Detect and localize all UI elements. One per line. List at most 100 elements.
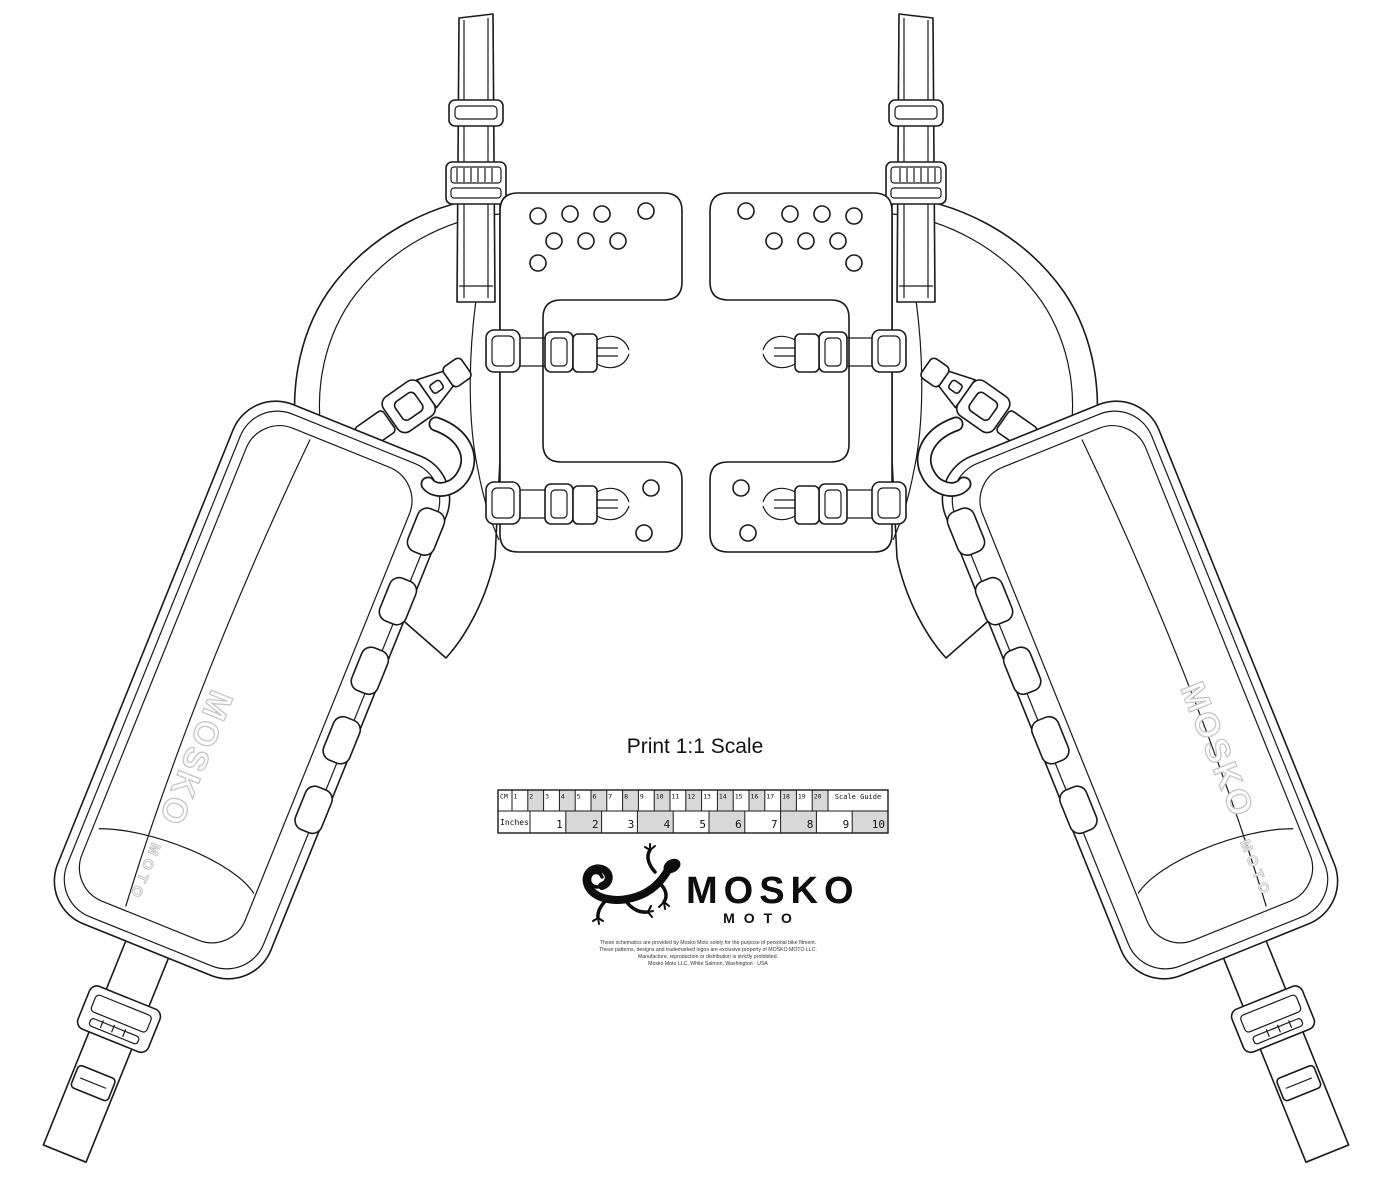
bolt-hole	[609, 232, 627, 250]
disclaimer-line: These schematics are provided by Mosko M…	[600, 940, 816, 946]
bolt-holes	[529, 202, 660, 542]
ruler-inch-number: 8	[807, 818, 814, 831]
lizard-icon	[582, 843, 681, 925]
ruler-cm-number: 7	[608, 793, 612, 801]
ruler-inch-number: 5	[699, 818, 706, 831]
buckle-slider-slot	[550, 337, 568, 367]
ruler-scale-guide-label: Scale Guide	[835, 793, 881, 801]
ruler-cm-number: 8	[624, 793, 628, 801]
cam-buckle-hatch	[456, 168, 493, 182]
bag-strap-slider-bar	[79, 1077, 107, 1089]
brand-subtext: MOTO	[723, 910, 801, 926]
cam-buckle-teeth	[450, 166, 502, 184]
bolt-hole	[561, 205, 579, 223]
ruler-cm-number: 9	[640, 793, 644, 801]
ruler-cell	[780, 790, 797, 811]
bag-cam-buckle-slot	[90, 994, 152, 1033]
ruler-cm-number: 17	[766, 793, 774, 801]
ruler-cm-number: 15	[735, 793, 743, 801]
ruler-cm-number: 5	[577, 793, 581, 801]
bag-bottom-seam	[98, 828, 255, 894]
ruler-cell	[559, 790, 576, 811]
male-buckle-body	[572, 333, 598, 373]
lizard-toes	[592, 843, 670, 925]
wing-buckle-loop	[442, 357, 472, 388]
ruler-cm-number: 20	[814, 793, 822, 801]
harness-left-half	[42, 13, 683, 1164]
bolt-hole	[642, 479, 660, 497]
bag-bottom-strap	[42, 929, 174, 1164]
bolt-hole	[637, 202, 655, 220]
brand-wordmark: MOSKO	[686, 870, 860, 912]
ruler-cm-number: 14	[719, 793, 727, 801]
ruler-cm-number: 18	[782, 793, 790, 801]
ruler-cm-number: 16	[751, 793, 759, 801]
center-mounting-plate	[499, 192, 683, 553]
ruler-cm-number: 11	[672, 793, 680, 801]
ruler-inch-number: 7	[771, 818, 778, 831]
ruler-cm-number: 1	[514, 793, 518, 801]
lizard-tail	[587, 870, 604, 889]
bolt-hole	[529, 207, 547, 225]
bag-cam-buckle-roller	[88, 1018, 140, 1045]
cam-buckle-slot	[450, 187, 502, 199]
bolt-hole	[529, 254, 547, 272]
ruler-cm-number: 4	[561, 793, 565, 801]
male-buckle-prong	[596, 353, 630, 369]
ruler-cell	[749, 790, 765, 811]
ruler-cm-number: 2	[529, 793, 533, 801]
ladder-rung	[378, 576, 418, 626]
strap-slider-bar	[454, 105, 498, 120]
bag-cam-buckle-grip	[99, 1020, 127, 1038]
strap-webbing	[456, 13, 496, 303]
ruler-cell	[812, 790, 828, 811]
male-buckle-prong	[596, 335, 630, 351]
center-buckle-top	[485, 329, 630, 373]
molle-ladder	[294, 507, 446, 835]
bolt-hole	[635, 524, 653, 542]
ruler-inch-number: 2	[592, 818, 599, 831]
harness-right-half	[710, 14, 1392, 1197]
bag-seam-line	[125, 439, 311, 907]
bag-cam-buckle	[76, 985, 162, 1054]
ruler-cm-number: 13	[703, 793, 711, 801]
ruler-scale-guide-cell	[828, 790, 888, 811]
bolt-hole	[593, 205, 611, 223]
ruler-cell	[780, 811, 817, 833]
pannier-bag	[42, 400, 451, 1164]
ruler-cell	[637, 811, 674, 833]
ruler-inch-number: 6	[735, 818, 742, 831]
ruler-cell	[654, 790, 670, 811]
brand-logo: MOSKO MOTO	[582, 843, 860, 926]
ruler-cm-number: 3	[545, 793, 549, 801]
strap-slider	[448, 99, 504, 127]
bag-face-panel	[78, 425, 413, 944]
ruler-border	[497, 789, 889, 834]
disclaimer-line: These patterns, designs and trademarked …	[599, 947, 817, 953]
ladder-rung	[322, 715, 362, 765]
ruler-cm-number: 12	[687, 793, 695, 801]
ruler-cell	[622, 790, 639, 811]
ruler-cm-number: 6	[593, 793, 597, 801]
ruler-cell	[852, 811, 888, 833]
wing-buckle-window	[393, 391, 424, 422]
ruler-inch-number: 9	[843, 818, 850, 831]
disclaimer-line: Manufacture, reproduction or distributio…	[638, 954, 778, 960]
ruler-inch-number: 4	[664, 818, 671, 831]
ruler-cell	[717, 790, 734, 811]
ladder-rung	[294, 785, 333, 835]
buckle-loop-slot	[491, 335, 515, 367]
ruler-cm-number: 19	[798, 793, 806, 801]
ladder-rung	[406, 507, 446, 556]
disclaimer-line: Mosko Moto LLC, White Salmon, Washington…	[648, 961, 768, 967]
ruler-inch-number: 3	[628, 818, 635, 831]
ruler-cell	[527, 790, 544, 811]
ruler-cell	[565, 811, 602, 833]
lizard-body	[582, 864, 672, 904]
ruler-cm-number: 10	[656, 793, 664, 801]
ruler-cell	[709, 811, 745, 833]
ruler-cell	[685, 790, 702, 811]
lizard-legs	[596, 848, 668, 920]
print-scale-label: Print 1:1 Scale	[627, 735, 764, 758]
